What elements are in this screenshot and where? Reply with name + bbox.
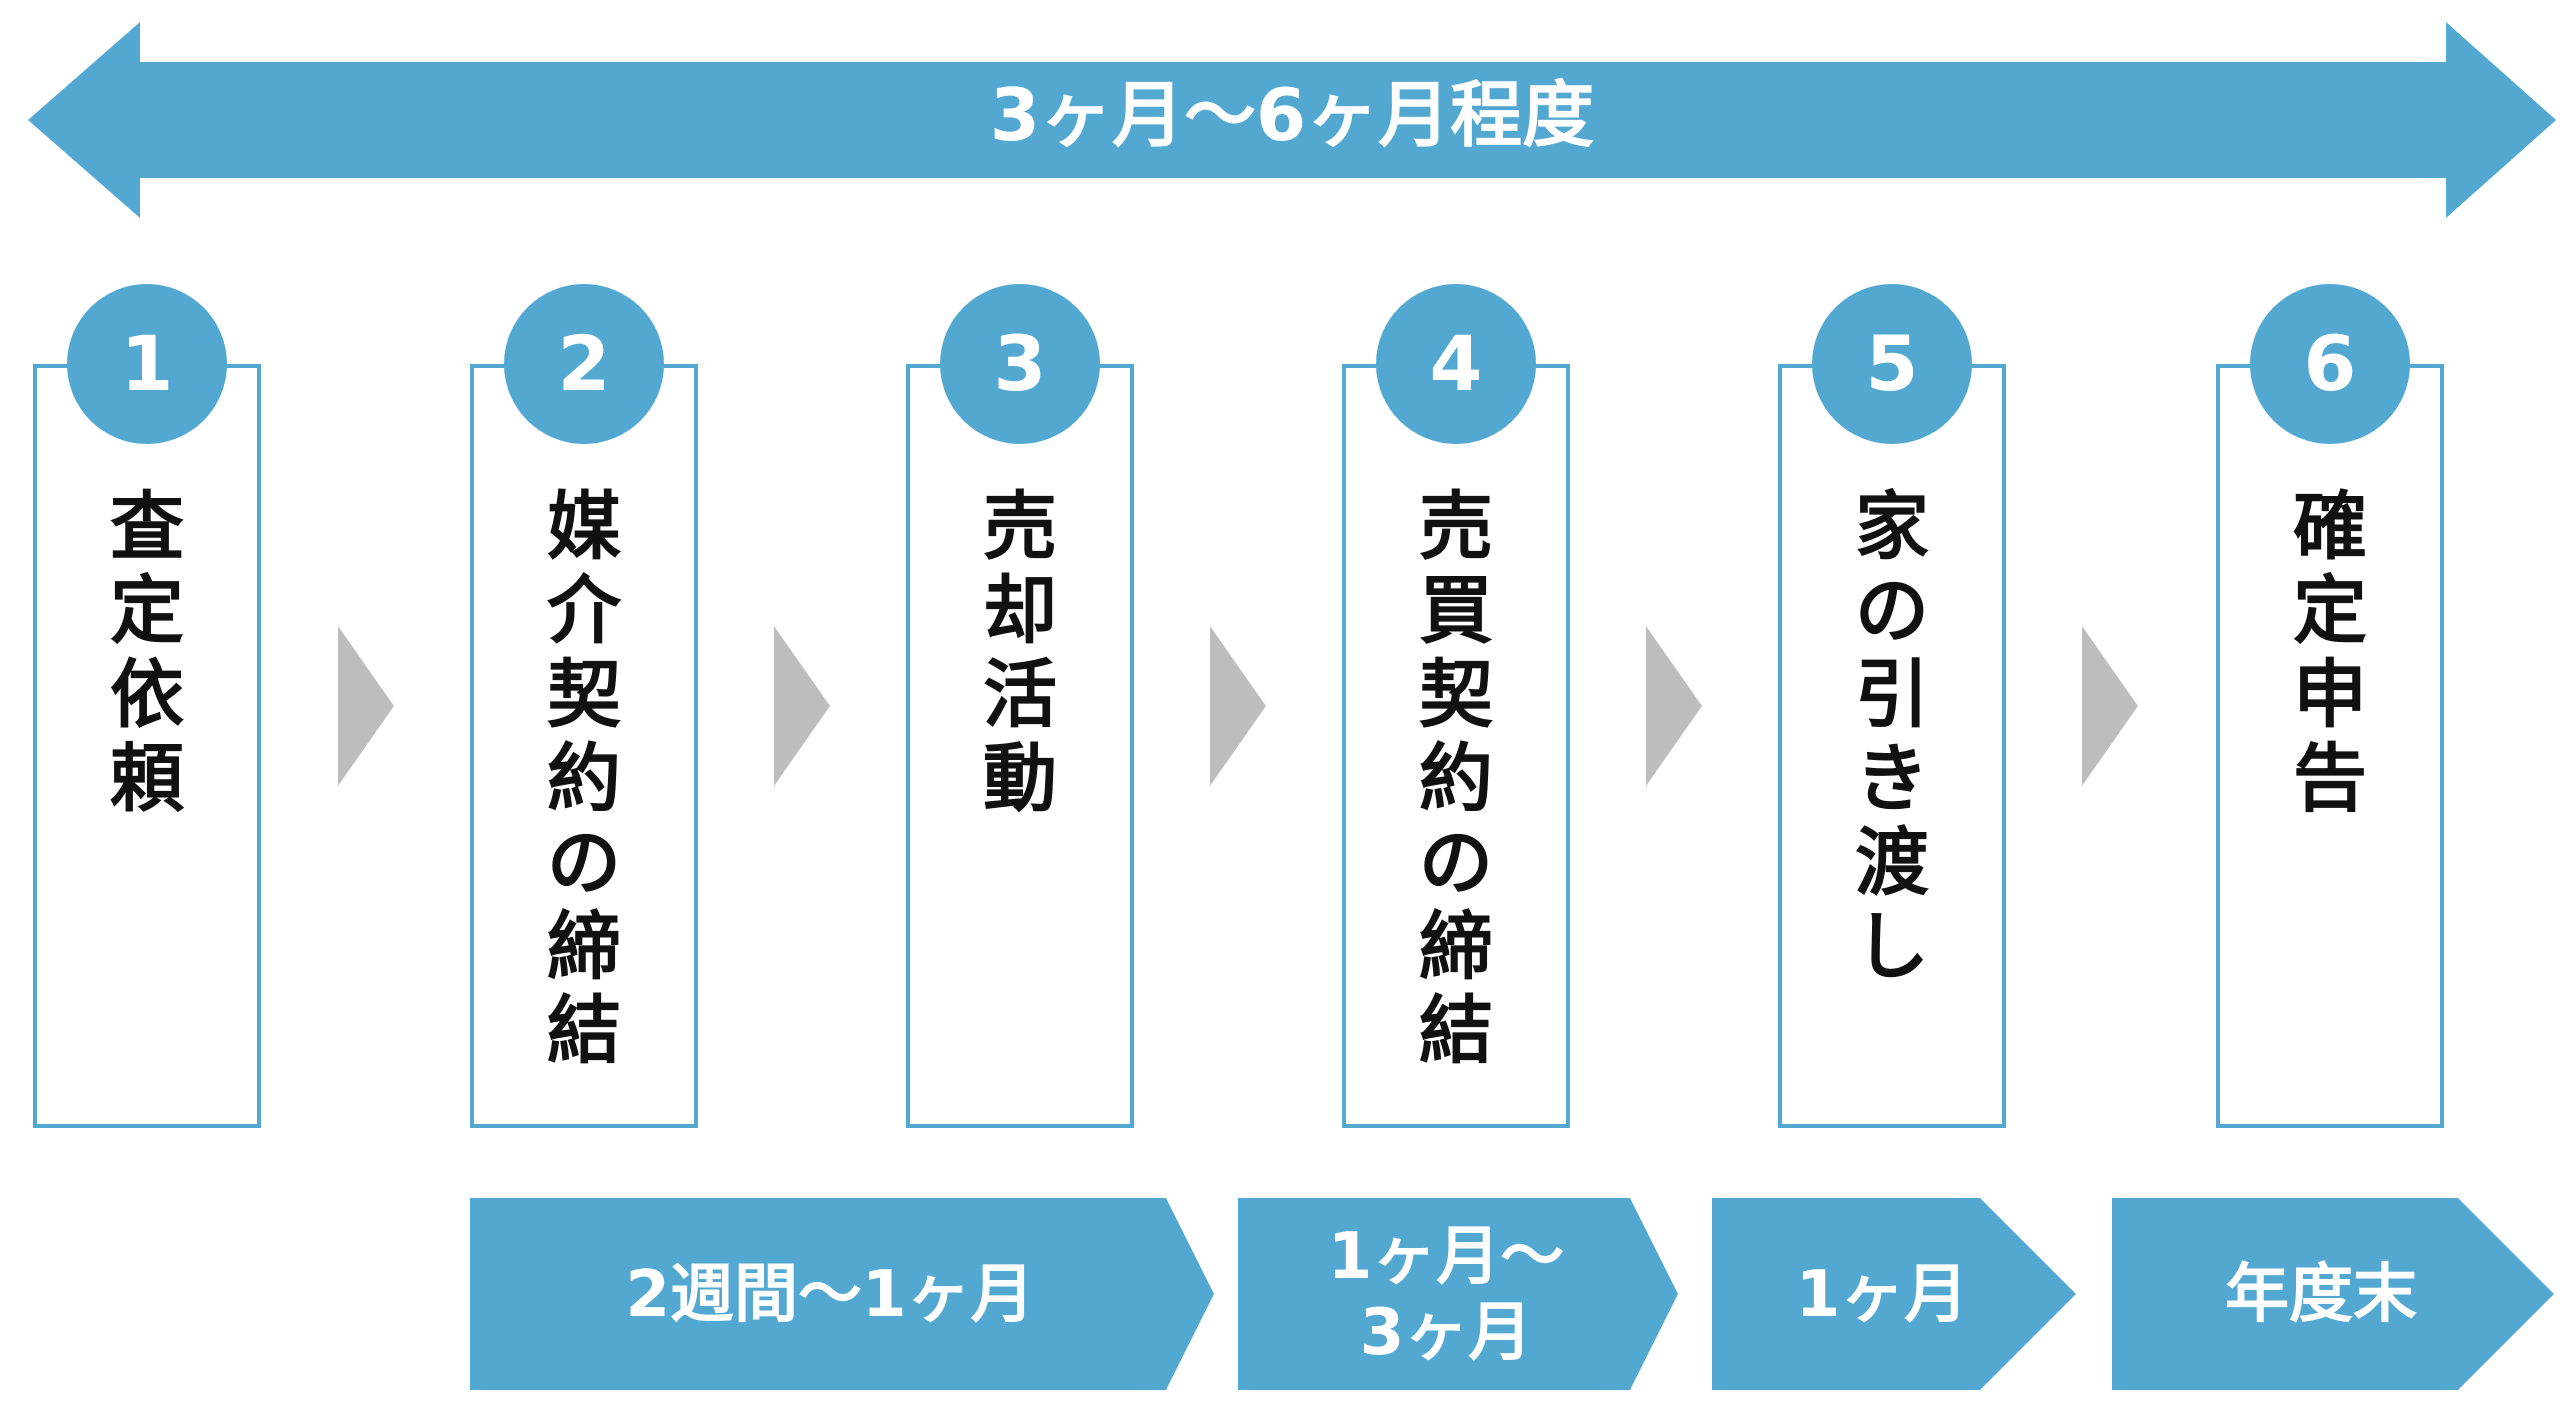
step-number: 5	[1866, 319, 1919, 408]
step-label: 確定申告	[2293, 484, 2367, 822]
chevron-right-icon	[1646, 626, 1702, 786]
step-number: 3	[994, 319, 1047, 408]
step-label: 媒介契約の締結	[547, 484, 622, 1074]
step-box	[1778, 364, 2006, 1128]
step-number-badge	[504, 284, 664, 444]
step-card: 1 査定依頼	[33, 284, 261, 1128]
pentagon-arrow-icon	[2112, 1198, 2554, 1390]
step-label: 売却活動	[983, 484, 1057, 822]
step-box	[2216, 364, 2444, 1128]
step-card: 2 媒介契約の締結	[470, 284, 698, 1128]
pentagon-arrow-icon	[1712, 1198, 2076, 1390]
step-box	[33, 364, 261, 1128]
step-label: 売買契約の締結	[1419, 484, 1493, 1074]
step-label: 家の引き渡し	[1855, 484, 1929, 990]
step-card: 5 家の引き渡し	[1778, 284, 2006, 1128]
step-box	[470, 364, 698, 1128]
overall-duration-label: 3ヶ月〜6ヶ月程度	[990, 73, 1594, 157]
chevrons-layer	[338, 626, 2138, 786]
step-label: 査定依頼	[110, 484, 185, 822]
step-card: 6 確定申告	[2216, 284, 2444, 1128]
chevron-right-icon	[774, 626, 830, 786]
step-number-badge	[1812, 284, 1972, 444]
step-number: 1	[121, 319, 174, 408]
step-number: 6	[2304, 319, 2357, 408]
steps-layer: 1 査定依頼 2 媒介契約の締結 3 売却活動 4 売買契約の締結 5 家の引き渡し 6 確定申告	[33, 284, 2444, 1128]
step-number-badge	[1376, 284, 1536, 444]
pentagon-arrow-icon	[1238, 1198, 1678, 1390]
chevron-right-icon	[1210, 626, 1266, 786]
step-number-badge	[2250, 284, 2410, 444]
double-arrow-icon	[28, 22, 2556, 218]
step-number-badge	[940, 284, 1100, 444]
duration-label: 3ヶ月	[1360, 1296, 1533, 1370]
duration-arrow: 1ヶ月	[1712, 1198, 2076, 1390]
duration-arrow: 1ヶ月〜3ヶ月	[1238, 1198, 1678, 1390]
duration-label: 1ヶ月	[1796, 1258, 1969, 1332]
durations-layer: 2週間〜1ヶ月 1ヶ月〜3ヶ月 1ヶ月 年度末	[470, 1198, 2554, 1390]
duration-label: 年度末	[2225, 1258, 2417, 1332]
duration-label: 1ヶ月〜	[1328, 1220, 1565, 1294]
step-box	[906, 364, 1134, 1128]
step-card: 3 売却活動	[906, 284, 1134, 1128]
step-box	[1342, 364, 1570, 1128]
chevron-right-icon	[338, 626, 394, 786]
duration-arrow: 年度末	[2112, 1198, 2554, 1390]
step-number: 4	[1430, 319, 1483, 408]
step-card: 4 売買契約の締結	[1342, 284, 1570, 1128]
duration-label: 2週間〜1ヶ月	[625, 1258, 1034, 1332]
step-number: 2	[558, 319, 611, 408]
pentagon-arrow-icon	[470, 1198, 1214, 1390]
chevron-right-icon	[2082, 626, 2138, 786]
duration-arrow: 2週間〜1ヶ月	[470, 1198, 1214, 1390]
step-number-badge	[67, 284, 227, 444]
